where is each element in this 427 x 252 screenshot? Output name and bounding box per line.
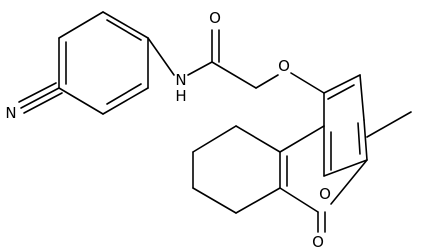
- bond: [330, 159, 368, 205]
- cyano-nitrogen-label: N: [5, 104, 16, 122]
- bond: [211, 61, 257, 89]
- methyl-bond: [366, 111, 412, 138]
- double-bond-inner: [357, 122, 361, 155]
- double-bond-inner: [106, 19, 142, 41]
- bond: [359, 74, 365, 121]
- bond: [290, 72, 325, 94]
- bond: [102, 11, 149, 39]
- amide-linker: N H O O: [147, 9, 290, 105]
- lactone-carbonyl-oxygen-label: O: [312, 233, 324, 251]
- bond: [323, 74, 361, 94]
- triple-bond: [20, 87, 60, 109]
- cyano-group: N: [5, 82, 63, 122]
- amide-nitrogen-label: N: [175, 71, 186, 89]
- double-bond-inner: [327, 84, 355, 100]
- bond: [147, 37, 175, 76]
- bond: [235, 187, 281, 214]
- bond: [58, 11, 104, 39]
- bond: [192, 125, 237, 153]
- bond: [102, 87, 149, 115]
- ether-oxygen-label: O: [278, 57, 290, 75]
- bond: [187, 61, 213, 76]
- bond: [279, 187, 319, 213]
- triple-bond: [18, 82, 57, 103]
- bond: [58, 87, 104, 115]
- bond: [363, 119, 368, 161]
- carbonyl-oxygen-label: O: [209, 9, 221, 27]
- ring-oxygen-label: O: [319, 185, 331, 203]
- cyanophenyl-ring: [58, 11, 149, 115]
- methylphenyl-ring: [290, 72, 412, 177]
- bond: [255, 74, 279, 89]
- bond: [323, 159, 368, 177]
- bond: [235, 125, 281, 153]
- lactone-ring: O O: [279, 125, 368, 251]
- amide-hydrogen-label: H: [175, 87, 186, 105]
- cyclohexene-ring: [192, 125, 281, 214]
- double-bond-inner: [106, 83, 142, 105]
- bond: [192, 187, 237, 214]
- triple-bond: [23, 92, 63, 114]
- bond: [279, 125, 325, 153]
